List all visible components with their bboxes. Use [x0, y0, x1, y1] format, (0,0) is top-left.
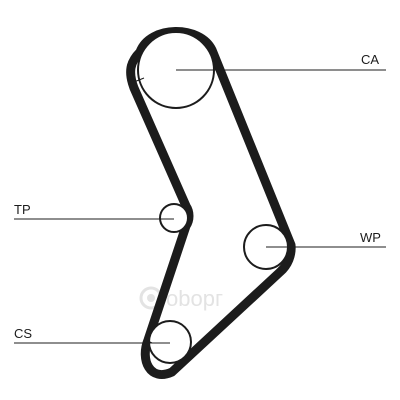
watermark-logo: оbорг	[139, 286, 223, 311]
watermark-text: оbорг	[166, 286, 223, 311]
camshaft-pulley-marker	[133, 77, 145, 83]
crankshaft-pulley	[148, 320, 192, 364]
tensioner-pulley	[159, 203, 189, 233]
label-wp: WP	[360, 230, 381, 245]
label-ca: CA	[361, 52, 379, 67]
label-cs: CS	[14, 326, 32, 341]
label-tp: TP	[14, 202, 31, 217]
timing-belt	[126, 27, 296, 379]
